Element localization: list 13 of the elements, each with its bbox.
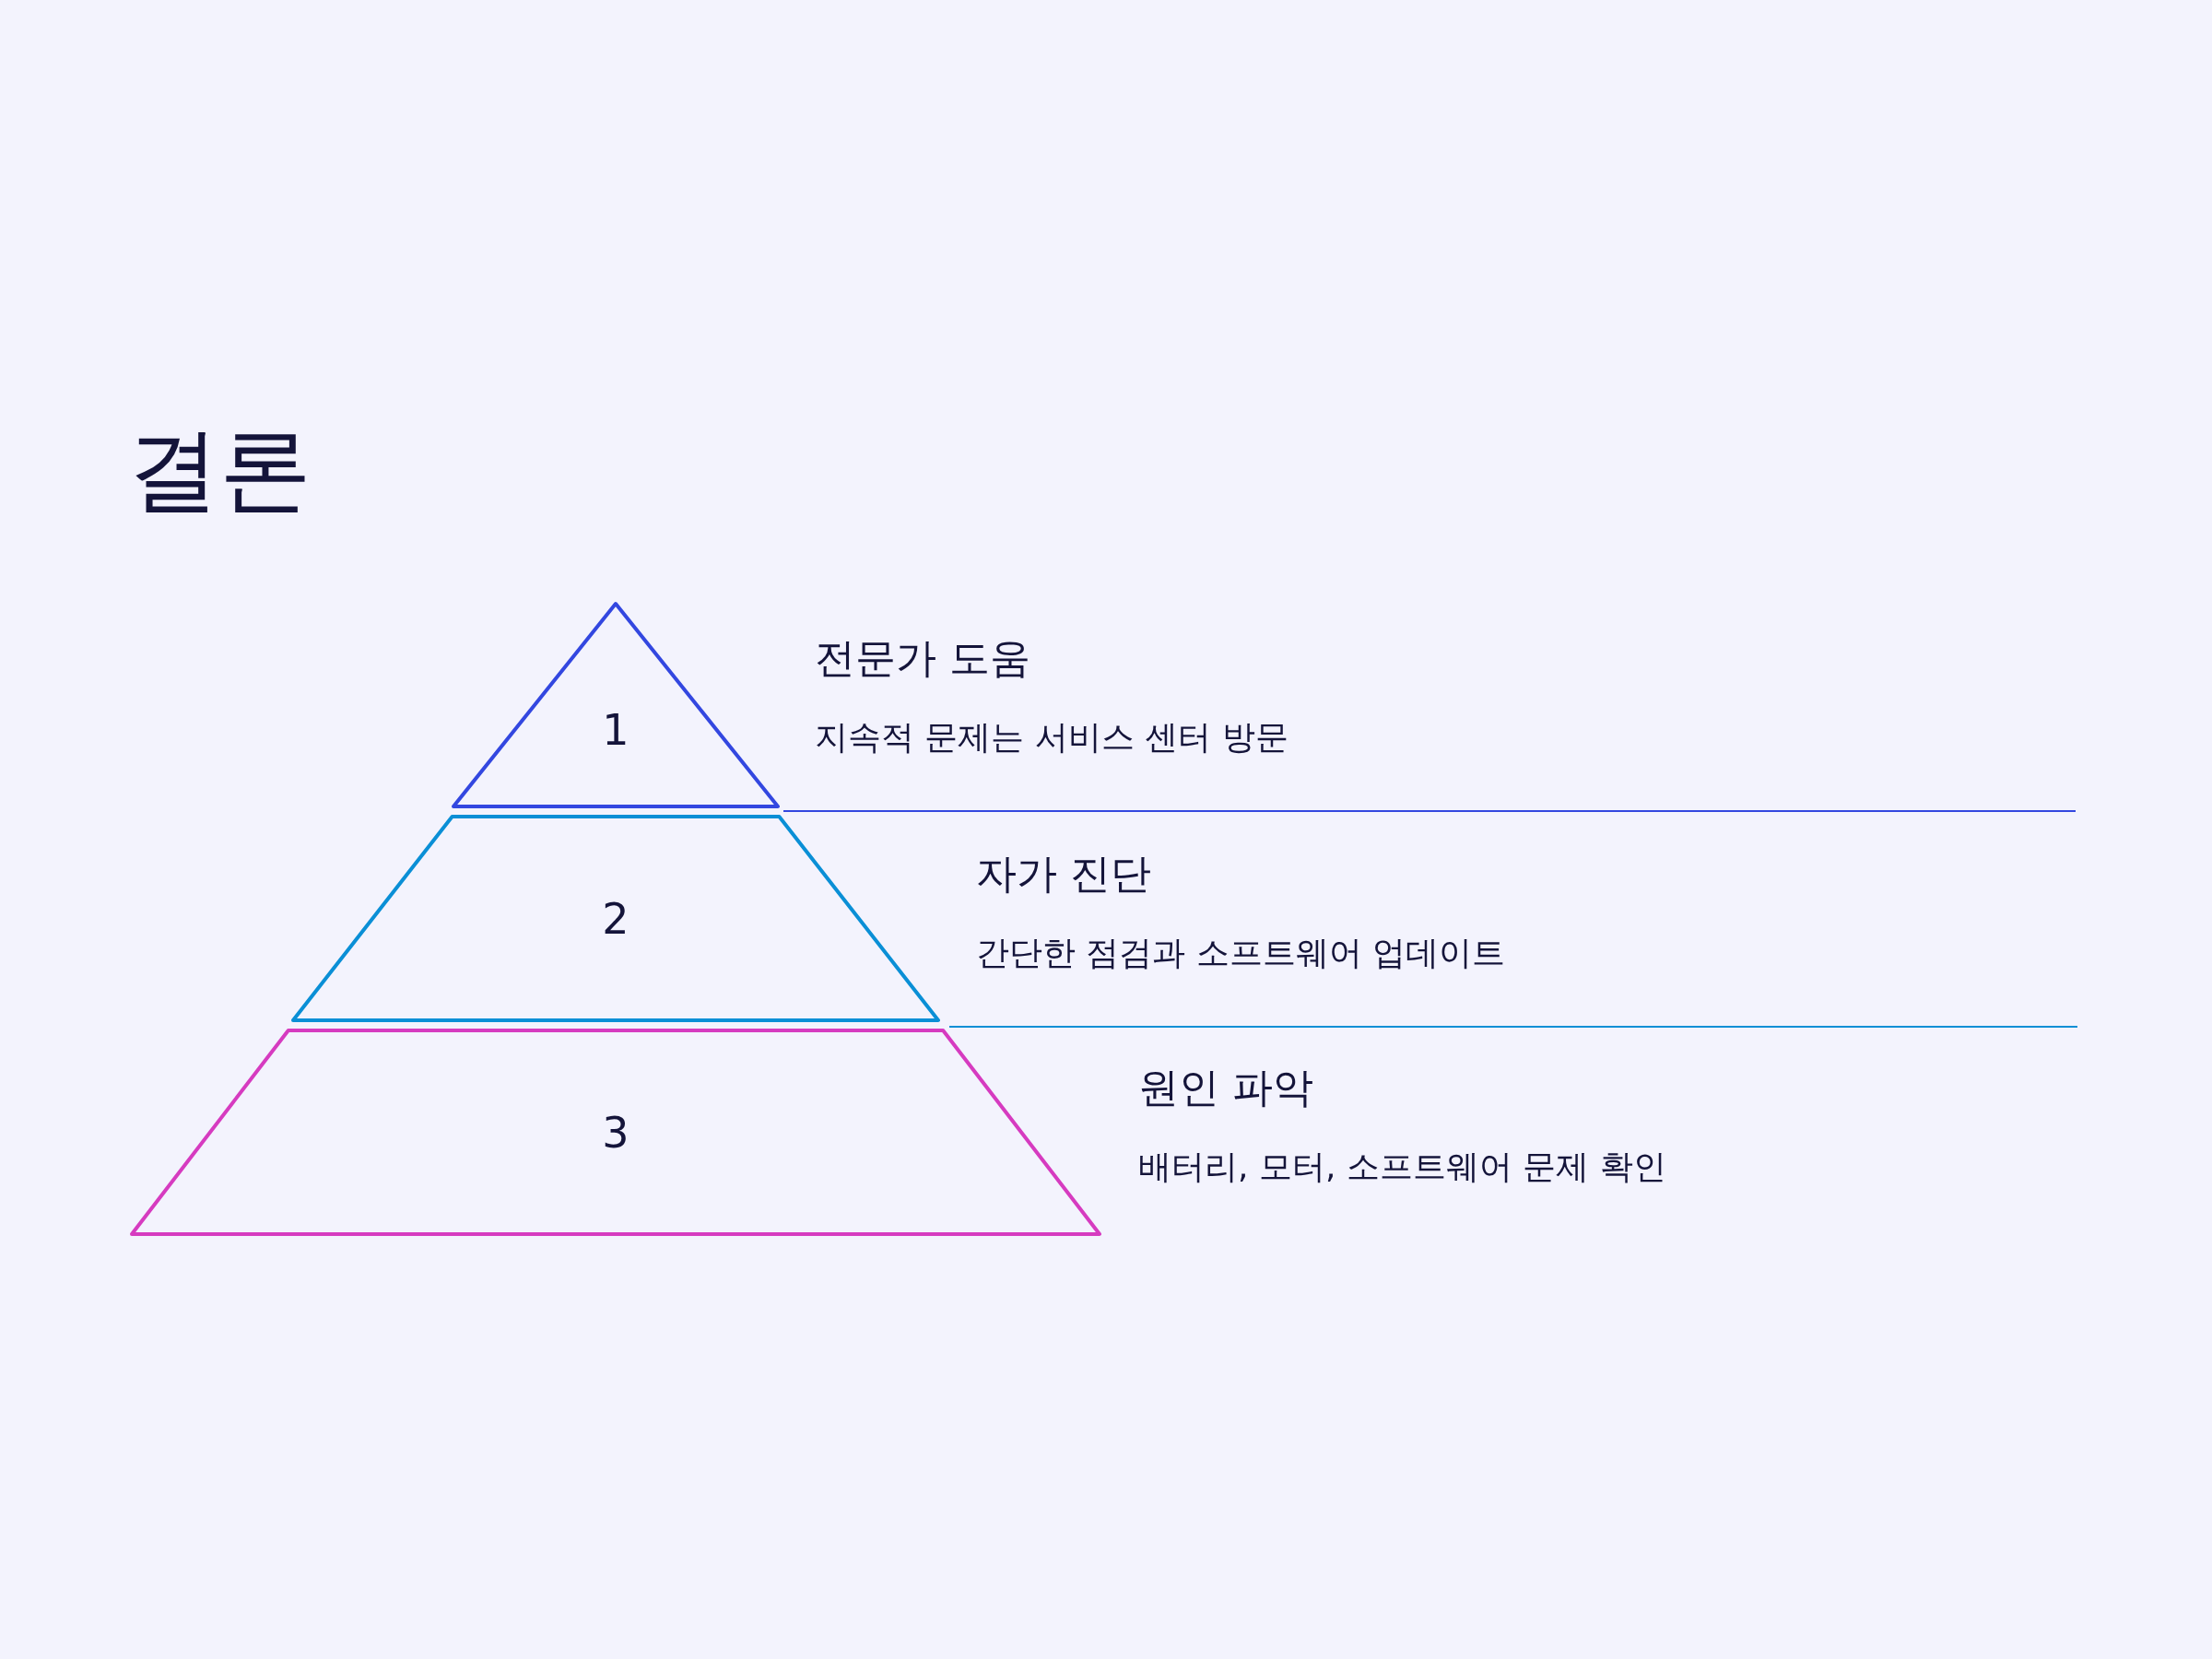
tier-number: 1 [601, 708, 630, 751]
tier-number: 2 [601, 897, 630, 940]
tier-description: 지속적 문제는 서비스 센터 방문 [815, 717, 1288, 758]
tier-heading: 자가 진단 [976, 850, 1151, 899]
tier-description: 배터리, 모터, 소프트웨어 문제 확인 [1138, 1147, 1666, 1187]
tier-number: 3 [601, 1111, 630, 1154]
tier-description: 간단한 점검과 소프트웨어 업데이트 [976, 933, 1506, 973]
slide-title: 결론 [127, 419, 312, 521]
tier-heading: 원인 파악 [1138, 1064, 1313, 1112]
tier-heading: 전문가 도움 [815, 634, 1030, 683]
pyramid-tier [130, 1029, 1101, 1236]
pyramid-tier [291, 815, 940, 1022]
pyramid-tier [452, 602, 780, 808]
